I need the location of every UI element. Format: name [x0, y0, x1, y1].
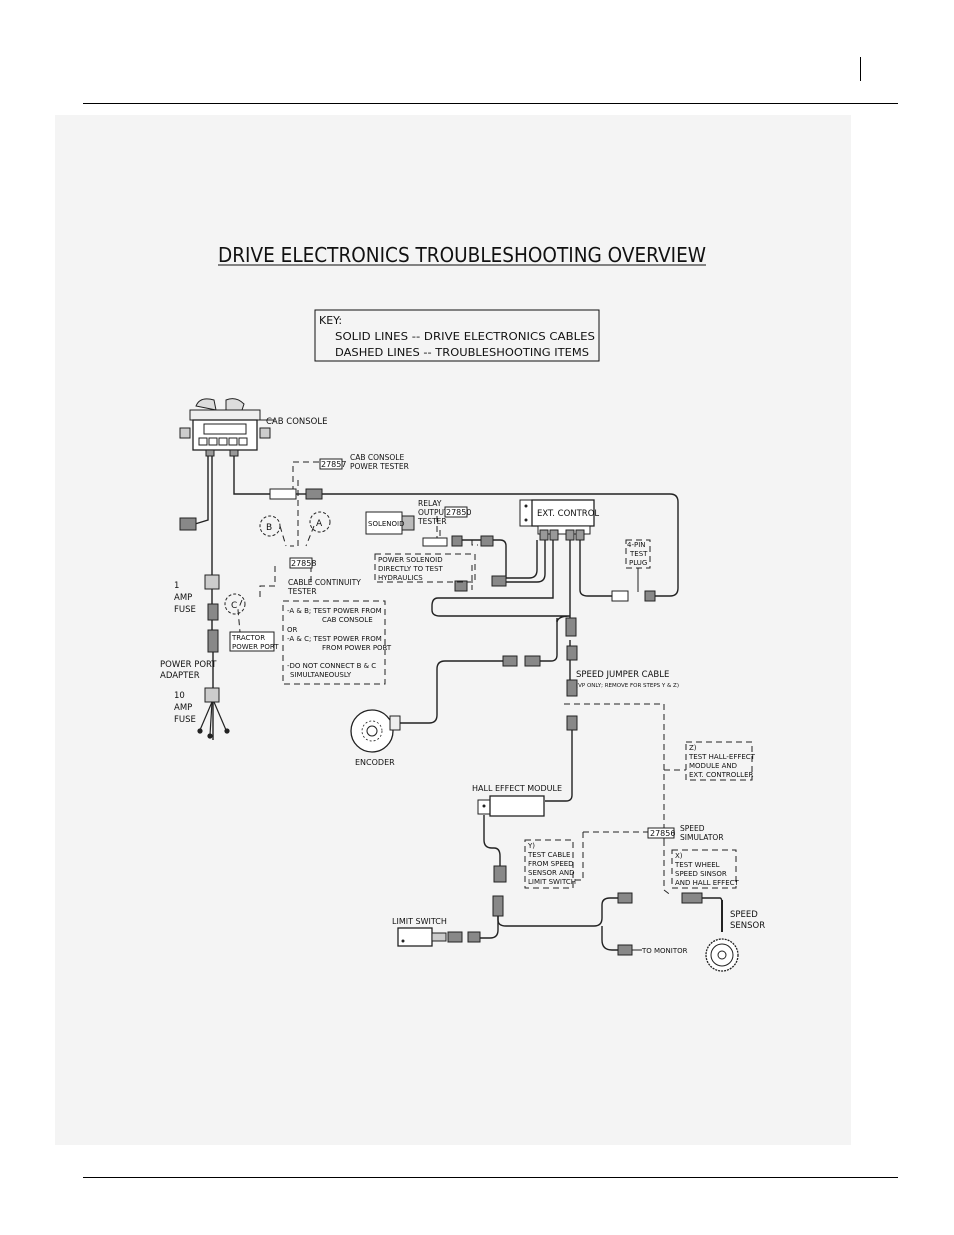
step-y-label-4: SENSOR AND	[528, 869, 575, 877]
test-plug-label-3: PLUG	[629, 559, 647, 567]
step-x-label-3: SPEED SINSOR	[675, 870, 727, 878]
cab-console-label: CAB CONSOLE	[266, 417, 327, 427]
diagram-title: DRIVE ELECTRONICS TROUBLESHOOTING OVERVI…	[218, 243, 706, 267]
fuse-10-label-1: 10	[174, 691, 185, 701]
hall-module-label: HALL EFFECT MODULE	[472, 784, 562, 793]
encoder	[350, 709, 401, 753]
step-y-label-5: LIMIT SWITCH	[528, 878, 576, 886]
ext-control-unit	[519, 499, 595, 541]
page-number-marker	[860, 57, 861, 81]
notes-line-3: OR	[287, 626, 298, 634]
notes-box	[282, 600, 386, 685]
power-solenoid-label-1: POWER SOLENOID	[378, 556, 443, 564]
speed-sensor	[705, 900, 739, 972]
step-z-box	[685, 741, 753, 781]
key-box: KEY: SOLID LINES -- DRIVE ELECTRONICS CA…	[314, 309, 600, 362]
tractor-label-1: TRACTOR	[231, 634, 265, 642]
step-y-box	[524, 839, 574, 889]
cab-tester-label-2: POWER TESTER	[350, 462, 409, 471]
test-plug-label-1: 4-PIN	[627, 541, 646, 549]
notes-line-7: SIMULTANEOUSLY	[290, 671, 352, 679]
dashed-lines	[237, 461, 686, 897]
speed-sensor-label-1: SPEED	[730, 910, 758, 920]
power-port-adapter-label-1: POWER PORT	[160, 660, 217, 670]
cab-console	[179, 398, 275, 457]
circle-c	[224, 593, 246, 615]
step-x-label-2: TEST WHEEL	[674, 861, 720, 869]
solenoid-label: SOLENOID	[368, 520, 404, 528]
power-solenoid-label-3: HYDRAULICS	[378, 574, 423, 582]
cab-tester-number: 27857	[321, 460, 346, 469]
step-y-label-1: Y)	[527, 842, 535, 850]
to-monitor-label: TO MONITOR	[641, 947, 688, 955]
notes-line-5: FROM POWER PORT	[322, 644, 392, 652]
relay-label-3: TESTER	[417, 517, 447, 526]
cab-tester-label-1: CAB CONSOLE	[350, 453, 404, 462]
relay-label-1: RELAY	[418, 499, 442, 508]
circle-b	[259, 515, 281, 537]
speed-simulator-number: 27856	[650, 829, 675, 838]
key-solid-lines: SOLID LINES -- DRIVE ELECTRONICS CABLES	[335, 330, 595, 343]
cable-connectors	[179, 488, 703, 956]
hall-effect-module	[477, 795, 545, 817]
tractor-power-port-box	[229, 631, 275, 652]
relay-tester-box	[444, 506, 468, 518]
circle-c-label: C	[231, 601, 237, 611]
test-plug-label-2: TEST	[629, 550, 648, 558]
continuity-tester-number: 27858	[291, 559, 316, 568]
fuse-10-label-2: AMP	[174, 703, 192, 713]
header-rule	[83, 103, 898, 104]
footer-rule	[83, 1177, 898, 1178]
power-solenoid-label-2: DIRECTLY TO TEST	[378, 565, 444, 573]
speed-simulator-box	[647, 827, 675, 839]
step-y-label-3: FROM SPEED	[528, 860, 574, 868]
notes-line-4: -A & C; TEST POWER FROM	[287, 635, 382, 643]
continuity-tester-label-1: CABLE CONTINUITY	[288, 578, 361, 587]
limit-switch	[397, 927, 447, 947]
speed-jumper-note: (VP ONLY; REMOVE FOR STEPS Y & Z)	[576, 683, 679, 689]
solenoid-connector	[401, 515, 415, 531]
encoder-label: ENCODER	[355, 758, 395, 767]
speed-sensor-label-2: SENSOR	[730, 921, 765, 931]
continuity-tester-label-2: TESTER	[287, 587, 317, 596]
ext-control-label: EXT. CONTROL	[537, 509, 599, 519]
cab-tester-box	[319, 458, 343, 470]
fuse-1-label-2: AMP	[174, 593, 192, 603]
step-x-label-1: X)	[675, 852, 683, 860]
key-heading: KEY:	[319, 314, 342, 327]
fuse-1-label-1: 1	[174, 581, 179, 591]
power-solenoid-box	[374, 553, 476, 583]
step-z-label-1: Z)	[689, 744, 697, 752]
adapter-wire-tails	[197, 701, 230, 739]
step-z-label-4: EXT. CONTROLLER	[689, 771, 753, 779]
drawing-sheet	[55, 115, 851, 1145]
circle-a	[309, 511, 331, 533]
fuse-1-label-3: FUSE	[174, 605, 196, 615]
speed-simulator-label-1: SPEED	[680, 824, 705, 833]
circle-a-label: A	[316, 519, 323, 529]
step-y-label-2: TEST CABLE	[527, 851, 570, 859]
continuity-tester-box	[289, 557, 313, 569]
step-x-label-4: AND HALL EFFECT	[675, 879, 740, 887]
speed-jumper-label: SPEED JUMPER CABLE	[576, 670, 669, 680]
circle-b-label: B	[266, 523, 272, 533]
step-z-label-3: MODULE AND	[689, 762, 737, 770]
notes-line-6: -DO NOT CONNECT B & C	[287, 662, 376, 670]
notes-line-1: -A & B; TEST POWER FROM	[287, 607, 382, 615]
step-z-label-2: TEST HALL-EFFECT	[688, 753, 756, 761]
key-dashed-lines: DASHED LINES -- TROUBLESHOOTING ITEMS	[335, 346, 589, 359]
relay-tester-number: 27850	[446, 508, 471, 517]
power-port-adapter-label-2: ADAPTER	[160, 671, 200, 681]
notes-line-2: CAB CONSOLE	[322, 616, 373, 624]
speed-simulator-label-2: SIMULATOR	[680, 833, 724, 842]
limit-switch-label: LIMIT SWITCH	[392, 917, 447, 926]
fuse-10-label-3: FUSE	[174, 715, 196, 725]
relay-label-2: OUTPUT	[418, 508, 449, 517]
tractor-label-2: POWER PORT	[232, 643, 279, 651]
step-x-box	[671, 849, 737, 889]
